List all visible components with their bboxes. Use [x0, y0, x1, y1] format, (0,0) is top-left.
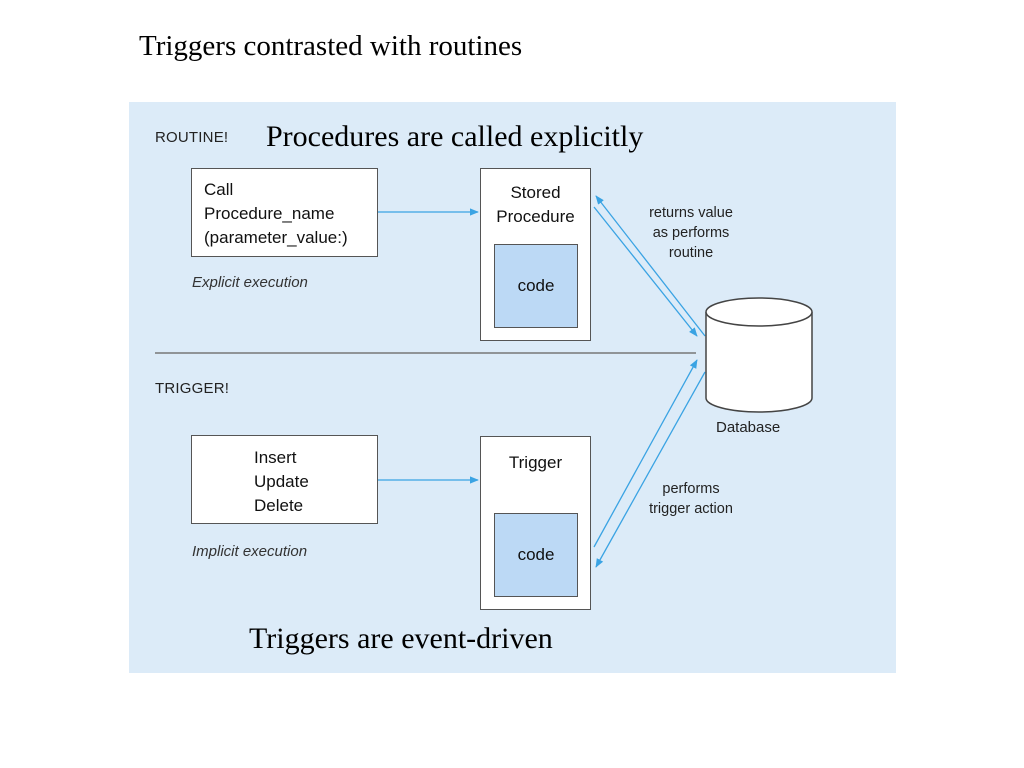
diagram-panel: Procedures are called explicitly ROUTINE…	[129, 102, 896, 673]
trigger-caption: Triggers are event-driven	[249, 622, 553, 655]
database-label: Database	[716, 419, 781, 436]
performs-action-note: performs trigger action	[632, 479, 750, 519]
performs-note-line-2: trigger action	[649, 501, 733, 517]
performs-note-line-1: performs	[662, 481, 720, 497]
explicit-execution-note: Explicit execution	[192, 274, 308, 291]
routine-section-label: ROUTINE!	[155, 129, 229, 146]
implicit-execution-note: Implicit execution	[192, 543, 308, 560]
trigger-section-label: TRIGGER!	[155, 380, 230, 397]
trigger-box: Trigger code	[480, 436, 591, 610]
trigger-box-title: Trigger	[508, 453, 563, 472]
procedure-to-database-arrow	[593, 206, 698, 337]
event-line-3: Delete	[254, 496, 304, 515]
trigger-to-database-arrow	[593, 359, 698, 548]
procedure-code-box: code	[494, 244, 578, 328]
dml-event-box: Insert Update Delete	[191, 435, 378, 524]
stored-procedure-line-2: Procedure	[496, 207, 575, 226]
call-line-2: Procedure_name	[204, 204, 335, 223]
returns-note-line-1: returns value	[649, 205, 733, 221]
trigger-code-box: code	[494, 513, 578, 597]
stored-procedure-title: Stored Procedure	[481, 181, 590, 229]
stored-procedure-line-1: Stored	[510, 183, 561, 202]
call-line-3: (parameter_value:)	[204, 228, 348, 247]
call-line-1: Call	[204, 180, 234, 199]
returns-note-line-2: as performs	[652, 225, 730, 241]
routine-caption: Procedures are called explicitly	[266, 120, 644, 153]
slide-title: Triggers contrasted with routines	[139, 30, 523, 62]
diagram-lines	[155, 195, 813, 568]
returns-value-note: returns value as performs routine	[632, 203, 750, 263]
returns-note-line-3: routine	[668, 245, 714, 261]
procedure-call-box: Call Procedure_name (parameter_value:)	[191, 168, 378, 257]
stored-procedure-box: Stored Procedure code	[480, 168, 591, 341]
database-to-procedure-arrow	[595, 195, 706, 337]
event-line-2: Update	[254, 472, 309, 491]
database-to-trigger-arrow	[595, 371, 706, 568]
event-line-1: Insert	[254, 448, 297, 467]
database-cylinder-icon	[705, 297, 813, 413]
